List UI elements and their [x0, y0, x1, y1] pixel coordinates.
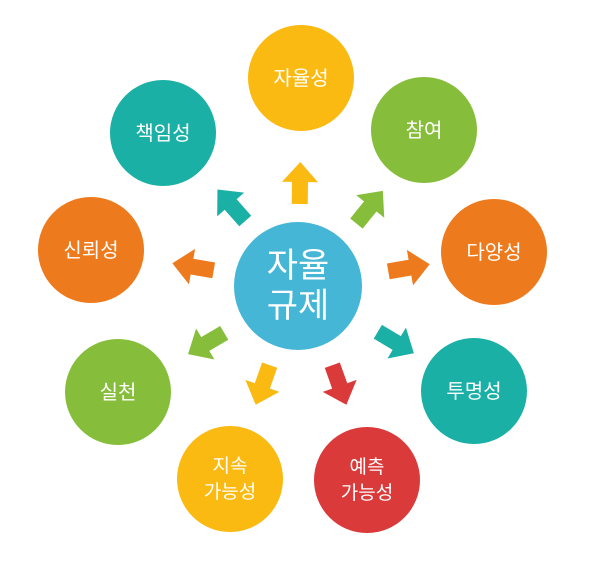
arrow-shape-participation	[350, 190, 385, 229]
node-transparency: 투명성	[421, 338, 527, 444]
node-circle-practice	[65, 339, 171, 445]
arrow-shape-transparency	[373, 324, 414, 359]
arrow-practice	[188, 325, 229, 360]
node-autonomy: 자율성	[248, 25, 354, 131]
arrow-shape-practice	[188, 325, 229, 360]
node-transparency-label-line-1: 투명성	[446, 379, 501, 403]
node-predictability-label-line-1: 예측	[350, 456, 385, 478]
node-participation: 참여	[371, 77, 477, 183]
arrow-responsibility	[217, 189, 252, 227]
arrow-participation	[350, 190, 385, 229]
arrow-shape-autonomy	[282, 162, 319, 205]
node-responsibility-label-line-1: 책임성	[135, 121, 190, 145]
node-diversity: 다양성	[441, 199, 547, 305]
node-responsibility: 책임성	[110, 80, 216, 186]
node-circle-responsibility	[110, 80, 216, 186]
node-participation-label-line-1: 참여	[406, 118, 443, 142]
arrow-autonomy	[282, 162, 319, 205]
node-circle-participation	[371, 77, 477, 183]
node-circle-diversity	[441, 199, 547, 305]
arrow-sustainability	[245, 362, 280, 405]
node-practice-label-line-1: 실천	[100, 380, 137, 404]
center-label-line-2: 규제	[267, 286, 330, 326]
arrow-predictability	[322, 362, 357, 405]
arrow-shape-diversity	[386, 249, 430, 286]
node-sustainability-label-line-2: 가능성	[204, 481, 256, 503]
arrow-diversity	[386, 249, 430, 286]
node-circle-autonomy	[248, 25, 354, 131]
arrow-shape-trust	[172, 248, 216, 285]
center-circle	[234, 222, 362, 350]
arrow-transparency	[373, 324, 414, 359]
node-practice: 실천	[65, 339, 171, 445]
node-circle-predictability	[314, 427, 420, 533]
node-circle-sustainability	[177, 426, 283, 532]
arrow-shape-sustainability	[245, 362, 280, 405]
node-diversity-label-line-1: 다양성	[466, 240, 521, 264]
node-predictability-label-line-2: 가능성	[341, 482, 393, 504]
node-circle-trust	[38, 197, 144, 303]
arrow-shape-responsibility	[217, 189, 252, 227]
arrow-trust	[172, 248, 216, 285]
node-trust: 신뢰성	[38, 197, 144, 303]
node-sustainability-label-line-1: 지속	[213, 455, 248, 477]
node-autonomy-label-line-1: 자율성	[273, 66, 328, 90]
arrow-shape-predictability	[322, 362, 357, 405]
center-label-line-1: 자율	[267, 246, 330, 286]
arrows-layer	[172, 162, 430, 405]
node-circle-transparency	[421, 338, 527, 444]
node-trust-label-line-1: 신뢰성	[63, 238, 118, 262]
